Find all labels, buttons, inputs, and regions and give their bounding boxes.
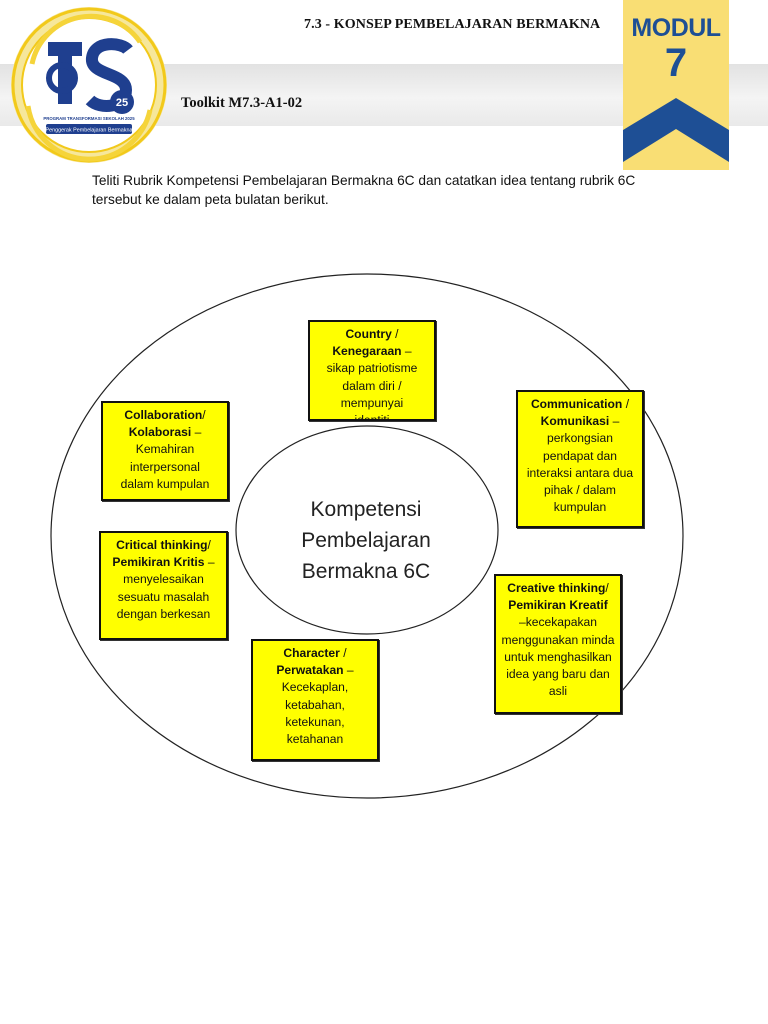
outer-circle bbox=[50, 273, 684, 799]
module-section-title: 7.3 - KONSEP PEMBELAJARAN BERMAKNA bbox=[304, 17, 601, 32]
inner-circle bbox=[235, 425, 499, 635]
logo-numeral: 25 bbox=[116, 97, 128, 109]
instruction-text: Teliti Rubrik Kompetensi Pembelajaran Be… bbox=[92, 173, 636, 207]
logo-program-text: PROGRAM TRANSFORMASI SEKOLAH 2025 bbox=[43, 116, 135, 121]
box-communication-desc: perkongsian pendapat dan interaksi antar… bbox=[526, 431, 634, 515]
box-critical-thinking-desc: menyelesaikan sesuatu masalah dengan ber… bbox=[116, 572, 211, 621]
modul-number: 7 bbox=[664, 41, 688, 85]
toolkit-code: Toolkit M7.3-A1-02 bbox=[181, 95, 303, 111]
box-communication: Communication / Komunikasi – perkongsian… bbox=[516, 390, 644, 528]
box-character: Character / Perwatakan – Kecekaplan, ket… bbox=[251, 639, 379, 761]
box-country: Country / Kenegaraan – sikap patriotisme… bbox=[308, 320, 436, 421]
box-creative-thinking-desc: kecekapakan menggunakan minda untuk meng… bbox=[501, 615, 615, 699]
chevron-up-icon bbox=[623, 98, 729, 162]
box-collaboration: Collaboration/ Kolaborasi – Kemahiran in… bbox=[101, 401, 229, 501]
center-topic: Kompetensi Pembelajaran Bermakna 6C bbox=[301, 498, 431, 583]
box-critical-thinking: Critical thinking/ Pemikiran Kritis – me… bbox=[99, 531, 228, 640]
ts25-logo: 25 PROGRAM TRANSFORMASI SEKOLAH 2025 Pen… bbox=[11, 7, 167, 163]
box-collaboration-desc: Kemahiran interpersonal dalam kumpulan bbox=[120, 442, 210, 491]
modul-label: MODUL bbox=[631, 14, 721, 42]
box-country-desc: sikap patriotisme dalam diri / mempunyai… bbox=[326, 361, 418, 421]
box-character-desc: Kecekaplan, ketabahan, ketekunan, ketaha… bbox=[281, 680, 349, 747]
modul-badge: MODUL 7 bbox=[623, 0, 729, 170]
box-creative-thinking: Creative thinking/ Pemikiran Kreatif –ke… bbox=[494, 574, 622, 714]
logo-motto-text: Penggerak Pembelajaran Bermakna bbox=[46, 128, 133, 134]
